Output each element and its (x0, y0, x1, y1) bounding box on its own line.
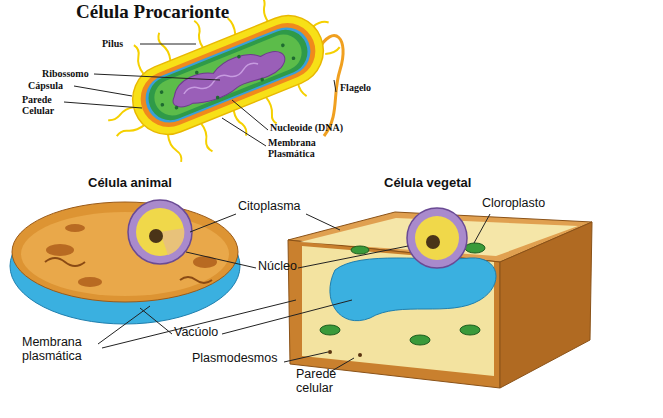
part-label: Flagelo (340, 82, 371, 93)
cell-heading: Célula animal (88, 176, 172, 190)
plant-cell (288, 208, 592, 388)
part-label: Vacúolo (174, 326, 218, 340)
part-label: Parede celular (296, 368, 356, 396)
part-label: Cápsula (28, 80, 63, 91)
part-label: Núcleo (258, 260, 297, 274)
part-label: Membrana plasmática (22, 336, 102, 364)
cell-heading: Célula vegetal (384, 176, 471, 190)
part-label: Pilus (102, 38, 123, 49)
prokaryote-body (85, 0, 358, 183)
part-label: Plasmodesmos (192, 352, 277, 366)
title: Célula Procarionte (76, 2, 229, 23)
part-label: Citoplasma (238, 200, 301, 214)
part-label: Parede Celular (22, 94, 68, 116)
leader-lines (98, 214, 490, 372)
animal-cell (10, 200, 240, 324)
part-label: Ribossomo (42, 68, 89, 79)
part-label: Cloroplasto (482, 197, 545, 211)
part-label: Membrana Plasmática (268, 137, 338, 159)
part-label: Nucleoide (DNA) (270, 122, 343, 133)
